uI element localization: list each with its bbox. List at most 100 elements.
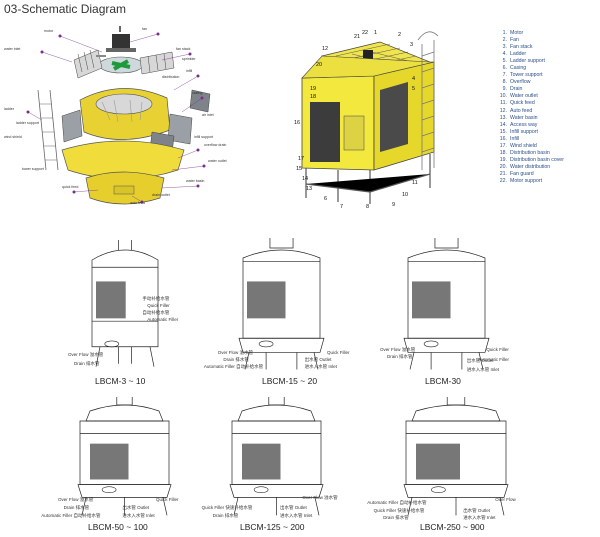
legend-label: Ladder support [510,58,545,65]
legend-label: Casing [510,65,527,72]
drawing-line [407,249,486,339]
infill-hatch [96,281,126,319]
legend-item: 2.Fan [496,37,600,44]
legend-item: 9.Drain [496,86,600,93]
exploded-label: casing [192,91,202,95]
drawing-line [269,238,294,249]
model-caption: LBCM-50 ~ 100 [88,522,148,532]
exploded-label: infill support [194,135,213,139]
legend-number: 12. [499,107,507,114]
pipe-label: Over Flow 溢水管 [380,346,416,352]
legend-item: 19.Distribution basin cover [496,157,600,164]
legend-item: 18.Distribution basin [496,150,600,157]
drawing-line [81,497,168,516]
drawing-line [409,352,484,370]
infill-hatch [242,443,281,480]
legend-item: 17.Wind shield [496,143,600,150]
drawing-line [430,352,463,370]
infill-hatch [247,281,286,319]
model-caption: LBCM-15 ~ 20 [262,376,318,386]
pipe-label: Drain 排水管 [383,515,409,521]
legend-number: 6. [502,65,507,72]
callout-number: 11 [412,180,418,186]
legend-label: Fan [510,37,519,44]
callout-number: 12 [322,46,328,52]
drawing-line [265,352,298,370]
legend-item: 6.Casing [496,65,600,72]
legend-number: 7. [502,72,507,79]
basin-window [258,340,274,348]
callout-number: 8 [366,204,369,210]
pipe-label: 进水入水管 Inlet [280,512,313,518]
legend-item: 12.Auto feed [496,108,600,115]
drawing-line [118,346,132,364]
pipe-label: Drain 排水管 [387,353,413,359]
drawing-line [244,352,319,370]
legend-label: Distribution basin [510,149,550,156]
callout-number: 13 [306,186,312,192]
callout-number: 21 [354,34,360,40]
exploded-label: distribution [162,75,179,79]
drawing-line [237,404,316,422]
pipe-label: Drain 排水管 [212,512,239,518]
exploded-label: drain outlet [152,193,170,197]
exploded-label: wind shield [4,135,22,139]
callout-number: 6 [324,196,327,202]
infill-hatch [90,443,129,480]
callout-number: 4 [412,76,415,82]
drawing-line [446,397,466,406]
legend-label: Ladder [510,51,527,58]
pipe-label: Over Flow 溢水管 [68,352,104,358]
callout-number: 5 [412,86,415,92]
legend-item: 15.Infill support [496,129,600,136]
legend-label: Water distribution [510,163,551,170]
drawing-line [233,497,320,516]
exploded-label: ladder support [16,121,39,125]
legend-number: 20. [499,163,507,170]
legend-item: 5.Ladder support [496,58,600,65]
legend-item: 16.Infill [496,136,600,143]
drawing-line [229,484,324,498]
pipe-label: Over Flow 溢水管 [58,497,94,503]
callout-number: 2 [398,32,401,38]
pipe-label: Drain 排水管 [63,505,90,511]
callout-number: 18 [310,94,316,100]
legend-number: 5. [502,58,507,65]
pipe-label: Automatic Filler 自动补给水管 [41,512,101,518]
legend-label: Wind shield [510,142,537,149]
legend-label: Fan stack [510,44,533,51]
pipe-label: Quick Filler 快速补给水管 [201,505,253,511]
legend-number: 10. [499,93,507,100]
legend-label: Fan guard [510,170,534,177]
legend-label: Infill [510,135,520,142]
infill-hatch [412,281,451,319]
pipe-label: Over Flow 溢水管 [302,494,338,500]
callout-number: 9 [392,202,395,208]
exploded-label: ladder [4,107,15,111]
legend-item: 11.Quick feed [496,100,600,107]
page-heading: 03-Schematic Diagram [4,2,127,16]
exploded-label: water basin [186,179,204,183]
exploded-label: air inlet [202,113,214,117]
model-caption: LBCM-250 ~ 900 [420,522,485,532]
exploded-label: motor [44,29,54,33]
exploded-label: water inlet [4,47,20,51]
pipe-label: Automatic Filler 自动补给水管 [203,363,264,369]
drawing-line [238,337,325,353]
drawing-line [407,497,505,516]
legend-number: 8. [502,79,507,86]
pipe-label: 手动补给水管 [142,295,170,301]
exploded-label: fan [142,27,147,31]
pipe-label: 出水管 Outlet [466,358,494,364]
pipe-label: Quick Filler [156,497,179,503]
drawing-line [403,484,509,498]
drawing-line [116,397,133,406]
exploded-label: auto feed [130,201,145,205]
legend-number: 18. [499,149,507,156]
legend-item: 21.Fan guard [496,171,600,178]
legend-item: 1.Motor [496,30,600,37]
